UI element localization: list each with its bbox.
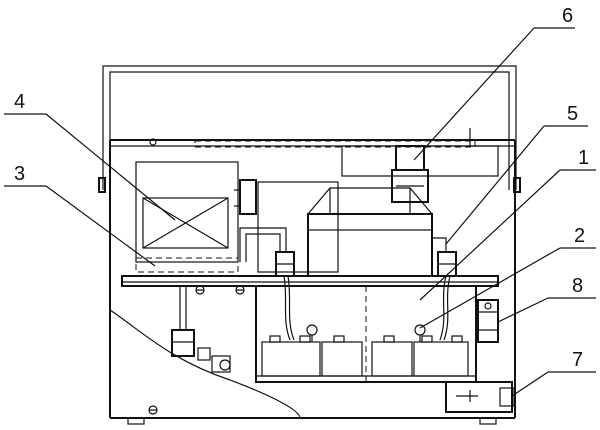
callout-labels: 4 3 6 5 1 2 8 7 — [14, 5, 589, 371]
callout-2: 2 — [574, 225, 585, 247]
left-hose — [171, 286, 231, 373]
leader-lines — [4, 27, 596, 397]
piping — [239, 227, 457, 277]
callout-4: 4 — [14, 91, 25, 113]
part-4-box — [135, 161, 257, 273]
part-7-switch — [445, 381, 515, 413]
handle-frame — [98, 65, 521, 193]
callout-1: 1 — [578, 147, 589, 169]
callout-5: 5 — [567, 103, 578, 125]
part-8-bolt — [477, 299, 499, 343]
callout-7: 7 — [572, 349, 583, 371]
callout-3: 3 — [14, 163, 25, 185]
callout-8: 8 — [572, 275, 583, 297]
part-6-clamp — [341, 145, 499, 203]
part-1-lower-box — [255, 275, 477, 383]
center-block — [257, 181, 434, 277]
callout-6: 6 — [562, 5, 573, 27]
